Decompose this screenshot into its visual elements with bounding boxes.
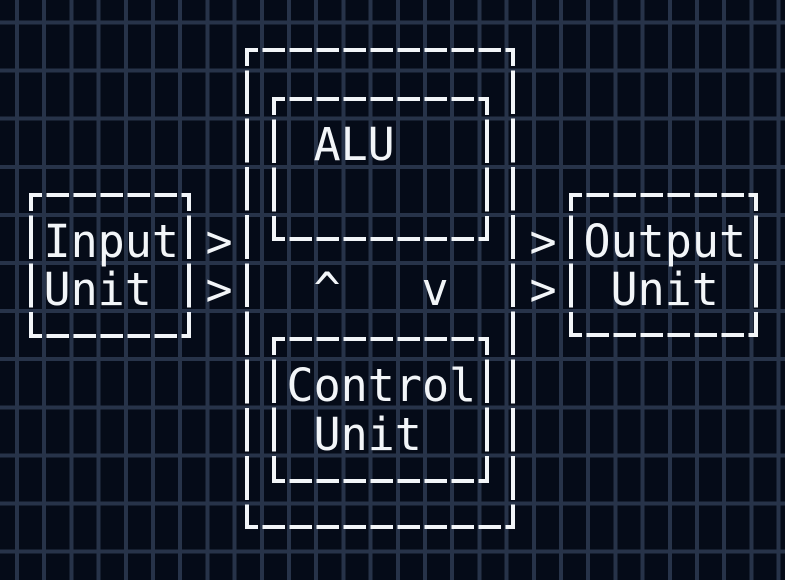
arrow-input-to-cpu-bottom-icon: > [205,263,233,316]
arrow-down-icon: v [421,263,449,316]
arrow-cpu-to-output-bottom-icon: > [529,263,557,316]
control-unit-box [272,337,489,483]
output-unit-label-line1: Output [583,214,747,268]
input-unit-box [29,193,191,338]
arrow-input-to-cpu-top-icon: > [205,214,233,268]
arrow-up-icon: ^ [313,263,341,316]
output-unit-box [569,193,758,337]
input-unit-label-line1: Input [43,214,179,268]
output-unit-label-line2: Unit [610,263,719,316]
control-unit-label-line2: Unit [313,407,422,461]
input-unit-label-line2: Unit [43,263,152,316]
alu-box [272,97,489,241]
control-unit-label-line1: Control [286,359,477,413]
arrow-cpu-to-output-top-icon: > [529,214,557,268]
alu-label: ALU [313,118,395,172]
